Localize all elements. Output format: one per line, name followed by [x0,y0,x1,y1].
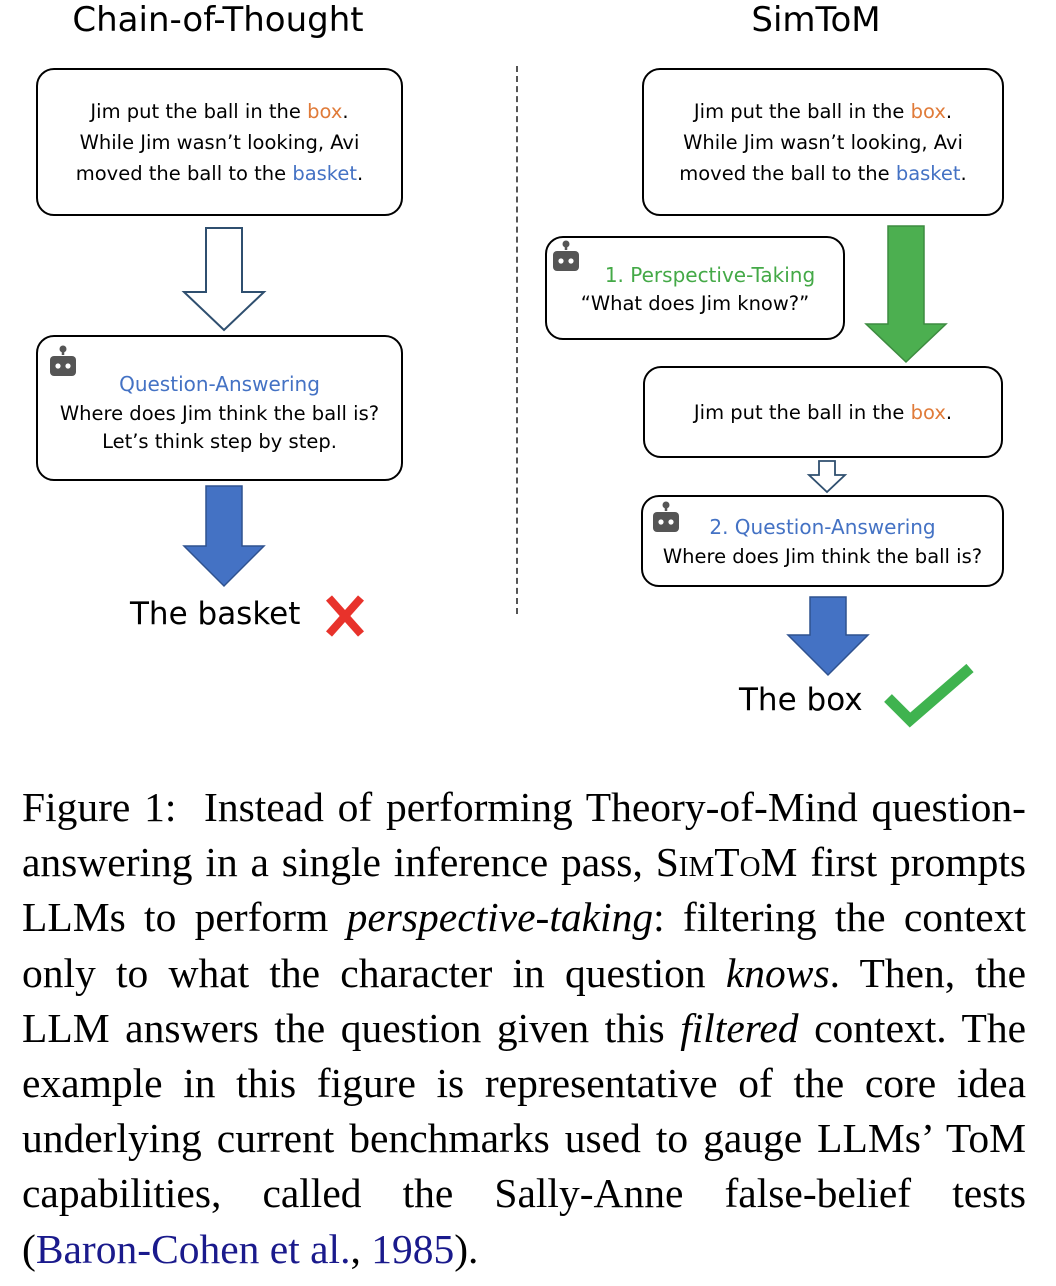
cot-title: Chain-of-Thought [72,0,364,40]
blue-down-arrow [786,596,870,677]
simtom-answer: The box [739,682,863,718]
qa-heading: 2. Question-Answering [709,515,936,539]
filtered-context-box: Jim put the ball in the box. [643,366,1003,458]
story-line-2: While Jim wasn’t looking, Avi [683,130,963,154]
blue-down-arrow [182,485,266,588]
caption-simtom: SimToM [655,839,798,886]
qa-question: Where does Jim think the ball is? [59,401,380,425]
simtom-title: SimToM [751,0,881,40]
citation-year-link[interactable]: 1985 [371,1225,455,1272]
column-divider [516,66,518,614]
caption-emphasis-perspective: perspective-taking [346,894,654,941]
perspective-taking-box: 1. Perspective-Taking “What does Jim kno… [545,236,845,340]
story-line-3: moved the ball to the basket. [679,161,967,185]
cross-icon [326,595,364,637]
simtom-qa-box: 2. Question-Answering Where does Jim thi… [641,495,1004,587]
story-line-1: Jim put the ball in the box. [90,99,349,123]
robot-icon [653,501,679,532]
caption-label: Figure 1: [22,784,177,830]
check-icon [884,663,974,728]
story-line-2: While Jim wasn’t looking, Avi [79,130,360,154]
outline-down-arrow [181,227,267,332]
caption-emphasis-knows: knows [725,949,830,996]
qa-prompt: Let’s think step by step. [102,429,337,453]
story-line-1: Jim put the ball in the box. [693,99,953,123]
cot-answer: The basket [130,596,301,632]
small-outline-down-arrow [806,460,848,494]
robot-icon [553,240,579,271]
robot-icon [50,345,76,376]
cot-qa-box: Question-Answering Where does Jim think … [36,335,403,481]
perspective-heading: 1. Perspective-Taking [604,263,816,287]
keyword-basket: basket [895,161,961,185]
green-down-arrow [864,225,948,364]
keyword-box: box [307,99,343,123]
keyword-box: box [910,400,946,424]
story-line-3: moved the ball to the basket. [75,161,364,185]
qa-heading: Question-Answering [119,371,320,396]
figure-caption: Figure 1: Instead of performing Theory-o… [22,784,1027,1272]
citation-author-link[interactable]: Baron-Cohen et al. [35,1225,351,1272]
keyword-box: box [910,99,946,123]
cot-story-box: Jim put the ball in the box. While Jim w… [36,68,403,216]
simtom-story-box: Jim put the ball in the box. While Jim w… [642,68,1004,216]
qa-question: Where does Jim think the ball is? [662,545,983,568]
perspective-question: “What does Jim know?” [580,292,810,315]
keyword-basket: basket [292,161,358,185]
filtered-line: Jim put the ball in the box. [693,400,953,424]
caption-emphasis-filtered: filtered [680,1004,799,1051]
